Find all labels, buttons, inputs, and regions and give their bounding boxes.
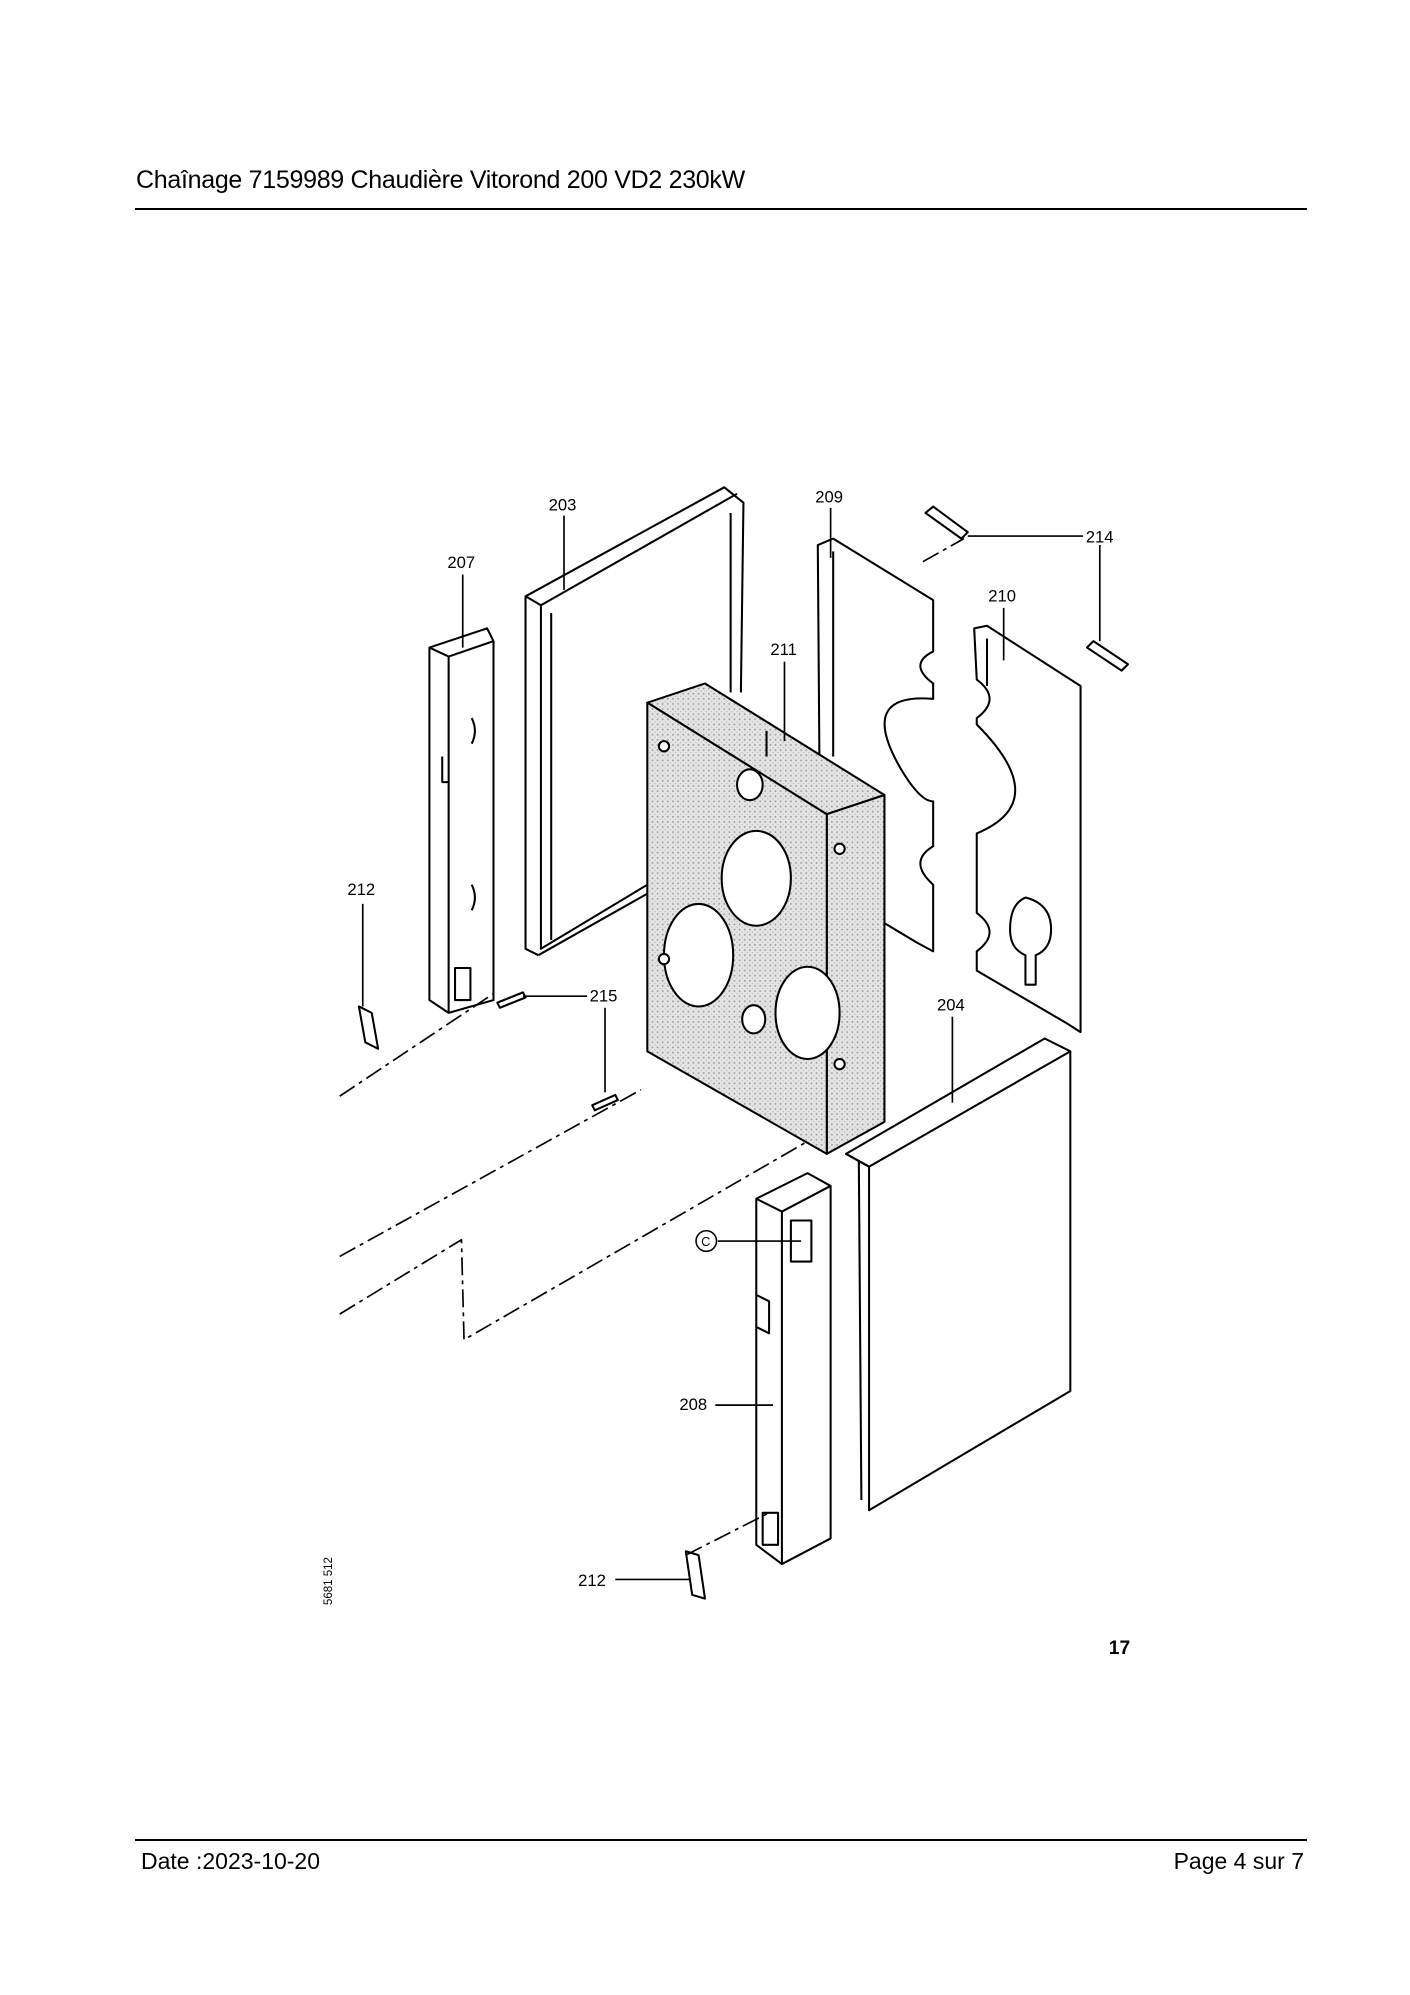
label-210: 210 [988, 586, 1016, 605]
part-215-pins [496, 991, 619, 1112]
part-204-side-panel [844, 1037, 1072, 1512]
label-212-top: 212 [347, 880, 375, 899]
part-211-insulation-block [646, 682, 886, 1155]
document-title: Chaînage 7159989 Chaudière Vitorond 200 … [136, 166, 745, 194]
label-212-bottom: 212 [578, 1571, 606, 1590]
part-208-column [755, 1172, 832, 1566]
part-203-frame [524, 486, 745, 957]
label-204: 204 [937, 995, 965, 1014]
part-209-panel [816, 537, 935, 953]
part-212-brackets [357, 903, 707, 1600]
header-rule [135, 208, 1307, 210]
callout-c-label: C [701, 1234, 710, 1249]
part-207-column [428, 627, 495, 1014]
figure-number: 17 [1109, 1638, 1130, 1659]
label-208: 208 [679, 1395, 707, 1414]
part-210-panel [973, 624, 1082, 1034]
drawing-number: 5681 512 [323, 1557, 335, 1605]
label-209: 209 [815, 488, 843, 507]
footer-rule [135, 1839, 1307, 1841]
leader-lines [461, 507, 1005, 1406]
label-214: 214 [1086, 527, 1114, 546]
footer-page-number: Page 4 sur 7 [1173, 1848, 1304, 1874]
footer-date: Date :2023-10-20 [141, 1848, 321, 1874]
callout-circle [695, 1230, 718, 1253]
label-203: 203 [549, 495, 577, 514]
assembly-lines [339, 537, 965, 1556]
label-207: 207 [447, 553, 475, 572]
label-215: 215 [590, 986, 618, 1005]
part-214-clips [924, 505, 1130, 672]
label-211: 211 [770, 640, 797, 659]
